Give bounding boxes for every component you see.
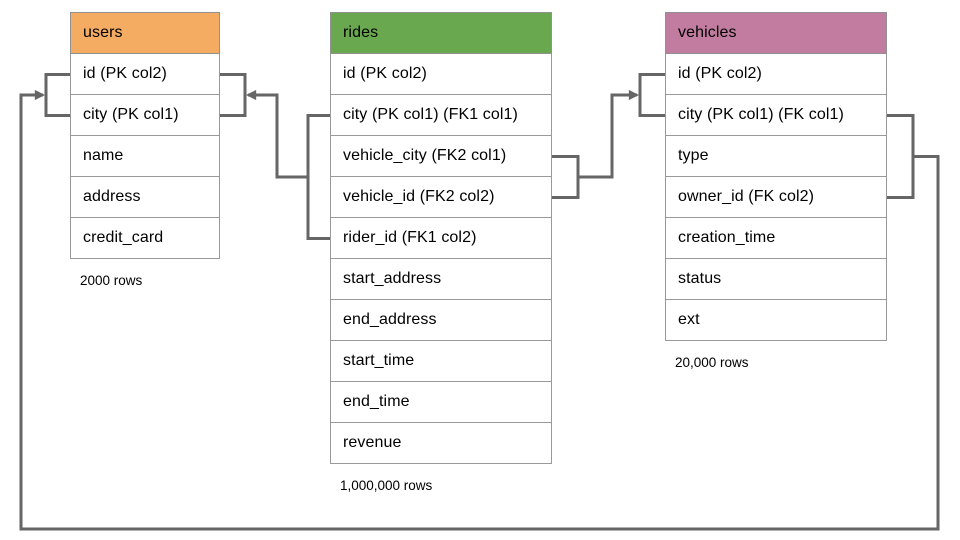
table-row: type [665,136,887,177]
rides-table: rides id (PK col2)city (PK col1) (FK1 co… [330,12,552,493]
users-left-bracket [44,73,70,117]
table-row: end_address [330,300,552,341]
table-row: name [70,136,220,177]
vehicles-table-title: vehicles [665,12,887,54]
rides-table-title: rides [330,12,552,54]
table-row: owner_id (FK col2) [665,177,887,218]
table-row: city (PK col1) (FK col1) [665,95,887,136]
table-row: id (PK col2) [665,54,887,95]
users-row-count: 2000 rows [80,273,143,288]
table-row: address [70,177,220,218]
table-row: id (PK col2) [70,54,220,95]
rides-left-bracket [306,114,330,240]
table-row: revenue [330,423,552,464]
vehicles-row-count: 20,000 rows [675,355,749,370]
table-row: vehicle_city (FK2 col1) [330,136,552,177]
table-row: end_time [330,382,552,423]
vehicles-table: vehicles id (PK col2)city (PK col1) (FK … [665,12,887,370]
rides-row-count: 1,000,000 rows [340,478,433,493]
table-row: creation_time [665,218,887,259]
users-table-title: users [70,12,220,54]
table-row: ext [665,300,887,341]
table-row: city (PK col1) [70,95,220,136]
table-row: id (PK col2) [330,54,552,95]
table-row: rider_id (FK1 col2) [330,218,552,259]
connector-rides-to-users [245,89,308,179]
table-row: credit_card [70,218,220,259]
table-row: start_time [330,341,552,382]
vehicles-table-rows: id (PK col2)city (PK col1) (FK col1)type… [665,54,887,341]
table-row: city (PK col1) (FK1 col1) [330,95,552,136]
rides-right-bracket [552,155,580,199]
table-row: vehicle_id (FK2 col2) [330,177,552,218]
vehicles-right-bracket [887,114,915,199]
table-row: start_address [330,259,552,300]
table-row: status [665,259,887,300]
rides-table-rows: id (PK col2)city (PK col1) (FK1 col1)veh… [330,54,552,464]
users-right-bracket [220,73,247,117]
connector-rides-to-vehicles [578,89,640,179]
vehicles-left-bracket [638,73,665,117]
